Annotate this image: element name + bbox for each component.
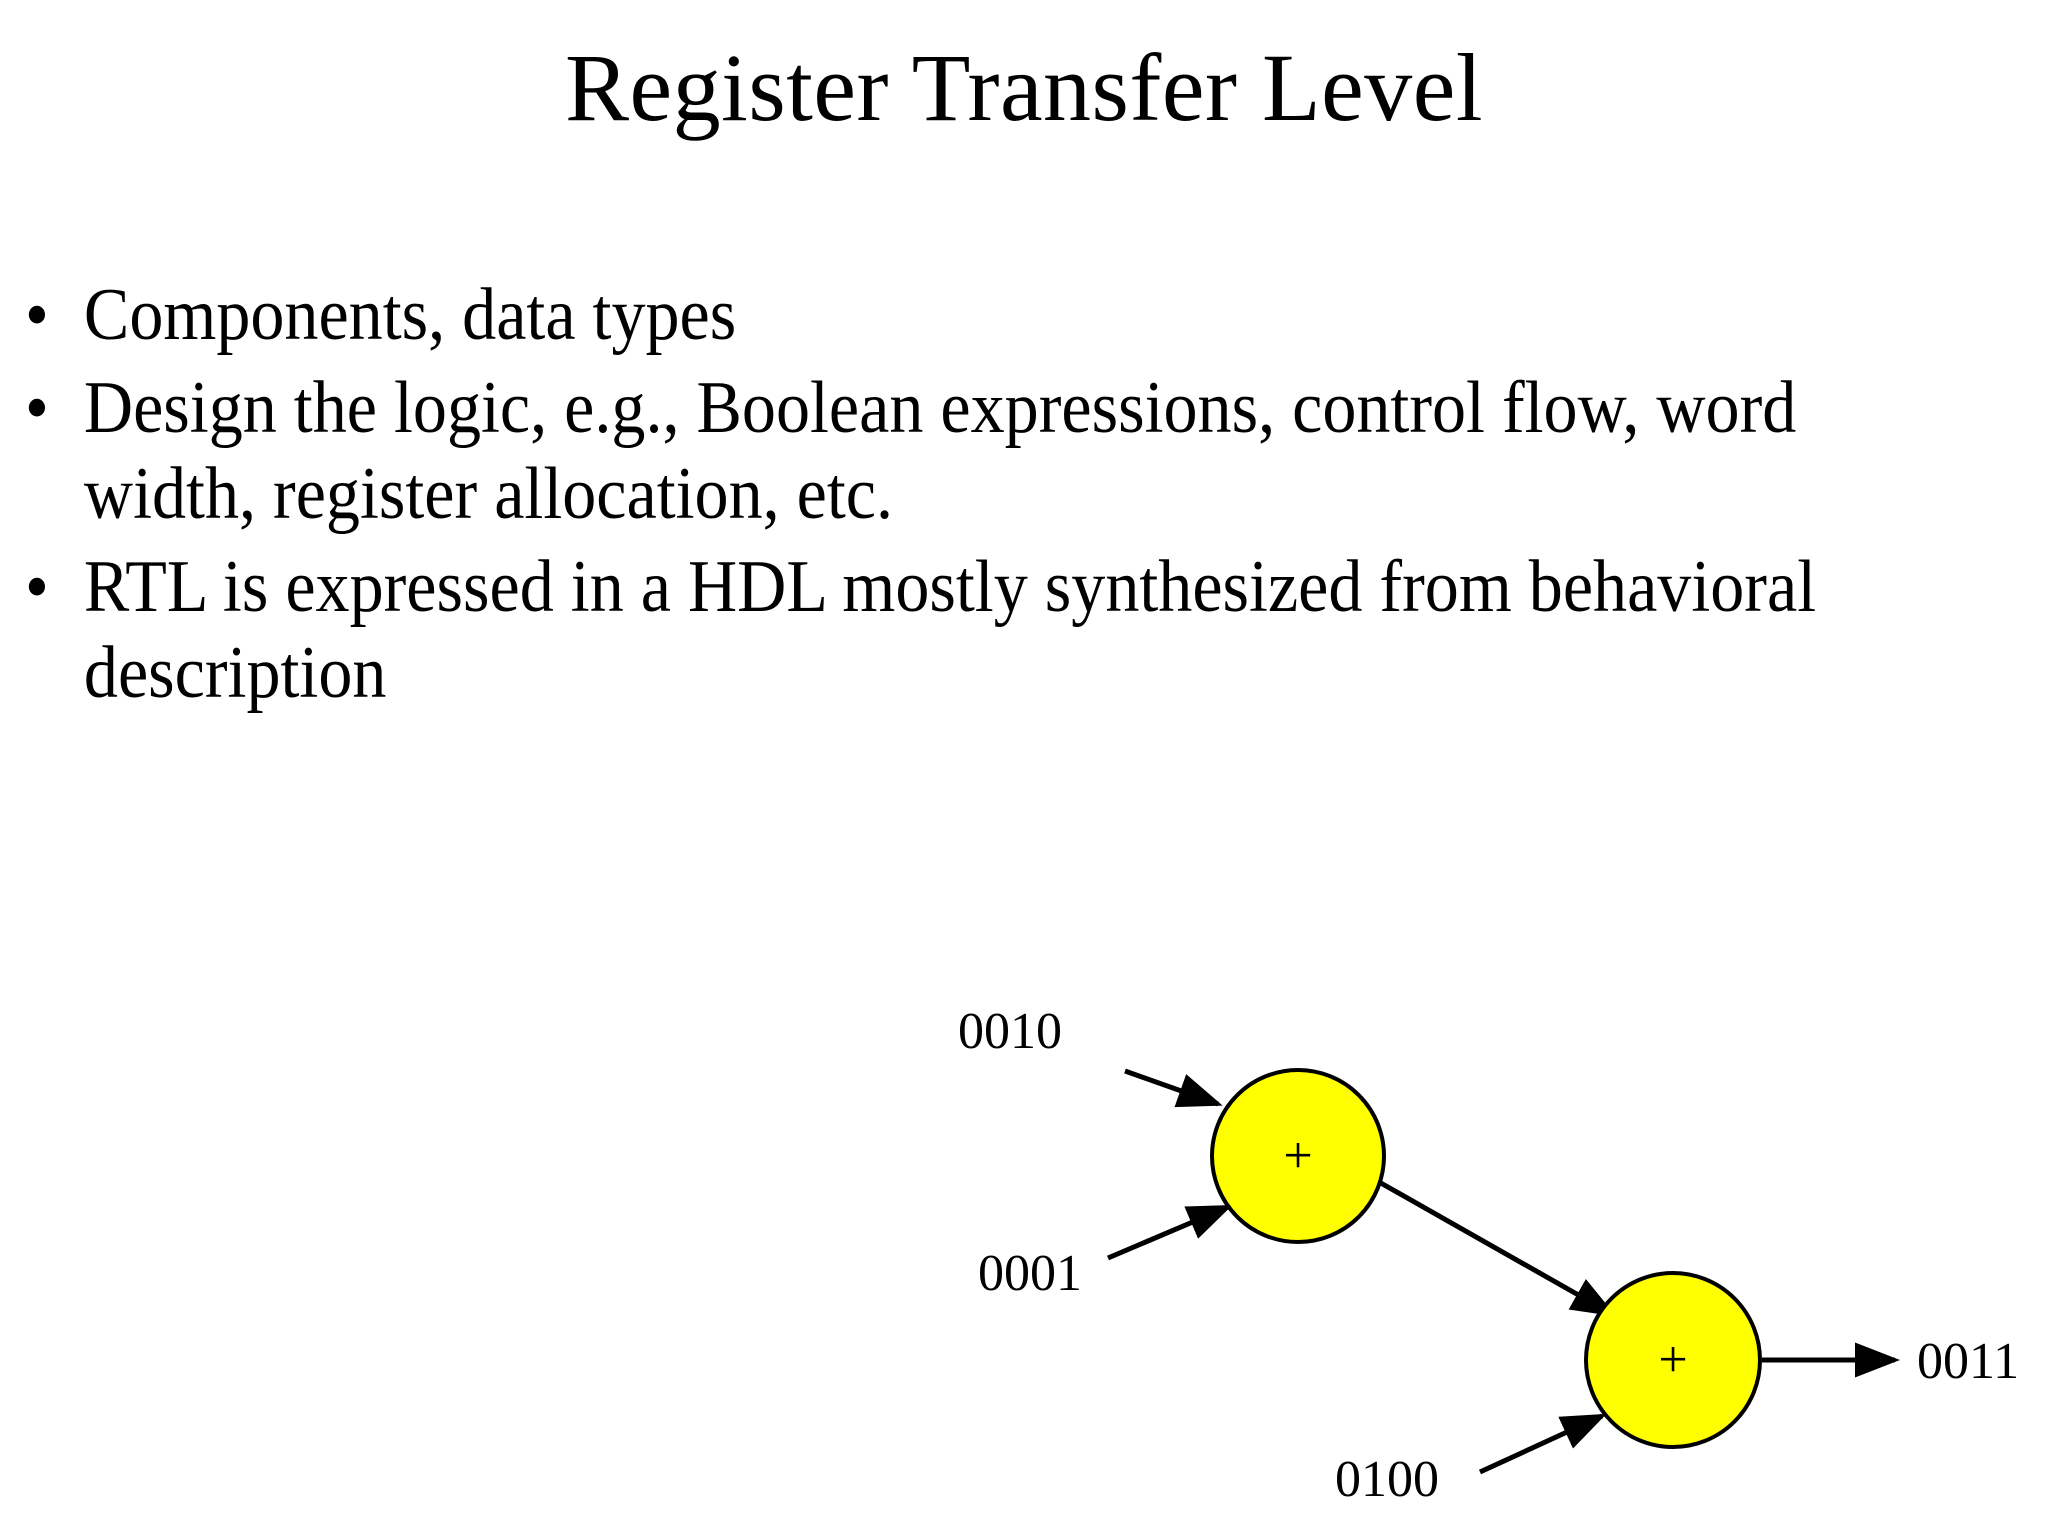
bullet-marker-icon: • bbox=[25, 366, 49, 449]
label-input-c: 0100 bbox=[1335, 1451, 1439, 1508]
list-item-text: Components, data types bbox=[83, 274, 737, 356]
label-output: 0011 bbox=[1917, 1333, 2019, 1390]
adder-node-1[interactable] bbox=[1210, 1068, 1386, 1244]
wire-input-c bbox=[1478, 1413, 1607, 1475]
wire-input-b bbox=[1107, 1204, 1233, 1261]
list-item: • Design the logic, e.g., Boolean expres… bbox=[14, 365, 1872, 538]
list-item-text: Design the logic, e.g., Boolean expressi… bbox=[83, 366, 1797, 536]
wire-input-a bbox=[1124, 1068, 1223, 1108]
dataflow-diagram-svg: + + 0010 0001 0100 0011 bbox=[958, 1003, 2019, 1508]
label-input-b: 0001 bbox=[978, 1245, 1082, 1302]
list-item-text: RTL is expressed in a HDL mostly synthes… bbox=[83, 545, 1817, 715]
bullet-marker-icon: • bbox=[25, 545, 49, 628]
adder-node-1-symbol: + bbox=[1283, 1128, 1312, 1185]
adder-node-2[interactable] bbox=[1584, 1271, 1762, 1449]
adder-node-2-symbol: + bbox=[1658, 1332, 1687, 1389]
dataflow-diagram: + + 0010 0001 0100 0011 bbox=[900, 960, 2048, 1536]
wire-adder1-to-adder2 bbox=[1370, 1175, 1617, 1317]
list-item: • RTL is expressed in a HDL mostly synth… bbox=[14, 544, 1872, 717]
bullet-marker-icon: • bbox=[25, 274, 49, 356]
label-input-a: 0010 bbox=[958, 1003, 1062, 1060]
bullet-list: • Components, data types • Design the lo… bbox=[14, 272, 2034, 723]
page-title: Register Transfer Level bbox=[565, 34, 1483, 141]
list-item: • Components, data types bbox=[14, 272, 1872, 359]
